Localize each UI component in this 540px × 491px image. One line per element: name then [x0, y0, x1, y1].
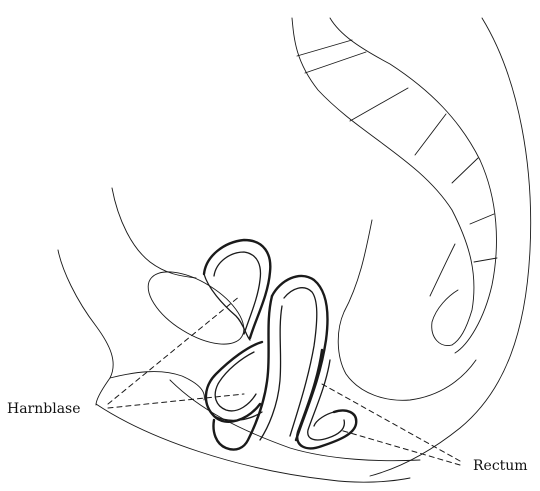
vertebra-line	[297, 40, 352, 56]
rectum-loop	[297, 350, 356, 448]
vertebra-line	[474, 258, 497, 262]
uterus-loop	[204, 240, 270, 340]
vertebra-line	[350, 88, 408, 121]
vertebra-line	[470, 214, 494, 224]
label-rectum: Rectum	[473, 458, 528, 474]
body-contour	[370, 18, 531, 476]
leader-line-bladder-upper	[108, 296, 240, 404]
vertebra-line	[415, 114, 446, 155]
peritoneum-line	[58, 250, 113, 405]
bladder-lumen	[206, 342, 262, 422]
vertebra-line	[452, 158, 478, 183]
bladder-outline	[136, 257, 255, 358]
sacrum	[292, 18, 497, 353]
leader-line-rectum-upper	[322, 384, 460, 461]
peritoneum-line	[110, 372, 204, 400]
abdominal-wall	[112, 188, 196, 278]
label-bladder: Harnblase	[7, 401, 81, 417]
posterior-wall	[338, 220, 476, 400]
leader-line-bladder-lower	[108, 394, 244, 408]
pelvic-floor	[96, 404, 410, 482]
vertebra-line	[305, 52, 366, 73]
